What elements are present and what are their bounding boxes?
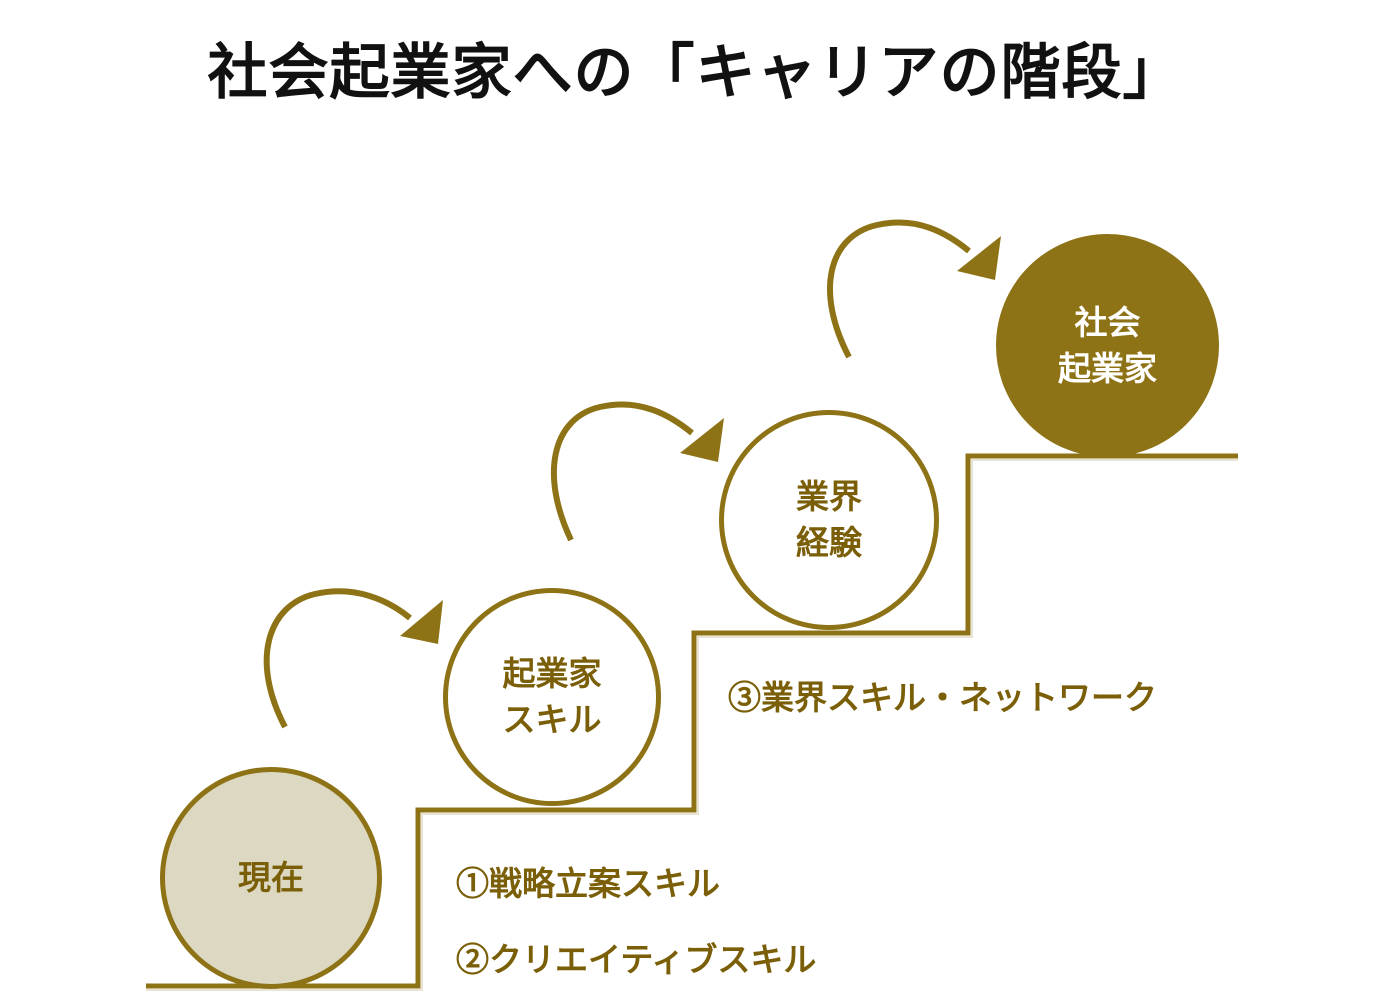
arrow-skill-to-industry [550, 401, 724, 542]
step-social-entrepreneur-line2: 起業家 [1058, 348, 1157, 388]
skill-label-strategy: ①戦略立案スキル [456, 864, 720, 903]
step-current-circle: 現在 [160, 767, 382, 989]
arrow-current-to-skill [263, 588, 443, 729]
step-entrepreneur-skill-circle: 起業家 スキル [443, 588, 661, 806]
skill-label-creative: ②クリエイティブスキル [456, 940, 817, 979]
step-entrepreneur-skill-line2: スキル [502, 700, 602, 739]
step-social-entrepreneur-line1: 社会 [1074, 302, 1141, 342]
step-entrepreneur-skill-line1: 起業家 [502, 654, 602, 693]
step-current-label: 現在 [238, 858, 304, 897]
arrow-industry-to-goal [827, 219, 1001, 359]
step-industry-experience-line2: 経験 [796, 523, 862, 562]
staircase-shadow [146, 459, 1238, 991]
step-industry-experience-line1: 業界 [796, 477, 862, 516]
staircase-line [146, 453, 1238, 989]
page-title: 社会起業家への「キャリアの階段」 [207, 38, 1184, 108]
skill-label-industry-network: ③業界スキル・ネットワーク [728, 678, 1157, 717]
step-social-entrepreneur-circle: 社会 起業家 [996, 234, 1219, 457]
step-industry-experience-circle: 業界 経験 [719, 410, 939, 630]
